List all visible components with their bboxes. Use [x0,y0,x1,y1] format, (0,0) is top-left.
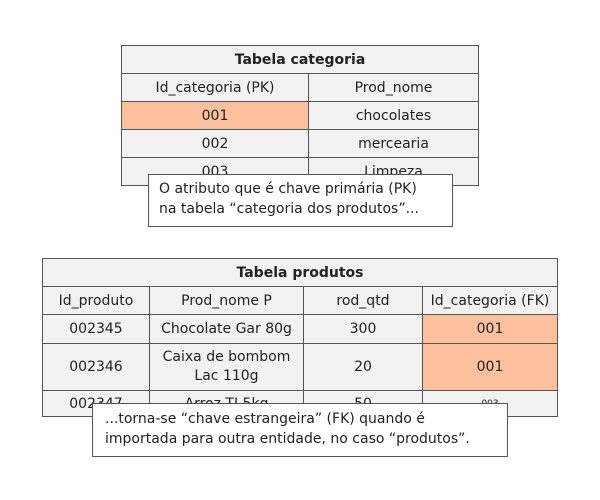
fk-callout-line-2: importada para outra entidade, no caso “… [105,431,470,447]
table-row: 002346 Caixa de bombom Lac 110g 20 001 [42,343,558,391]
produtos-header-nome: Prod_nome P [149,286,304,315]
table-row: 001 chocolates [121,101,479,130]
produtos-cell-qtd: 300 [303,314,423,344]
table-row: 002345 Chocolate Gar 80g 300 001 [42,314,558,344]
produtos-cell-id: 002346 [42,343,150,391]
fk-callout-line-1: ...torna-se “chave estrangeira” (FK) qua… [105,411,425,427]
produtos-table: Tabela produtos Id_produto Prod_nome P r… [42,258,558,417]
categoria-header-nome: Prod_nome [308,73,479,102]
produtos-header-id: Id_produto [42,286,150,315]
produtos-cell-nome-line-1: Caixa de bombom [162,349,291,365]
produtos-header-categoria-fk: Id_categoria (FK) [422,286,558,315]
produtos-cell-nome-line-2: Lac 110g [194,368,259,384]
produtos-cell-qtd: 20 [303,343,423,391]
produtos-cell-id: 002345 [42,314,150,344]
fk-callout: ...torna-se “chave estrangeira” (FK) qua… [92,403,508,457]
categoria-cell-id-pk: 001 [121,101,309,130]
categoria-header-id: Id_categoria (PK) [121,73,309,102]
categoria-cell-id: 002 [121,129,309,158]
produtos-cell-categoria-fk: 001 [422,314,558,344]
table-row: 002 mercearia [121,129,479,158]
produtos-header-qtd: rod_qtd [303,286,423,315]
pk-callout-line-1: O atributo que é chave primária (PK) [159,181,417,197]
categoria-table: Tabela categoria Id_categoria (PK) Prod_… [121,45,479,186]
pk-callout: O atributo que é chave primária (PK) na … [148,174,453,227]
produtos-cell-nome: Chocolate Gar 80g [149,314,304,344]
produtos-table-title: Tabela produtos [42,258,558,287]
categoria-table-title: Tabela categoria [121,45,479,74]
pk-callout-line-2: na tabela “categoria dos produtos”... [159,201,419,217]
categoria-cell-nome: mercearia [308,129,479,158]
categoria-cell-nome: chocolates [308,101,479,130]
produtos-cell-nome: Caixa de bombom Lac 110g [149,343,304,391]
produtos-cell-categoria-fk: 001 [422,343,558,391]
